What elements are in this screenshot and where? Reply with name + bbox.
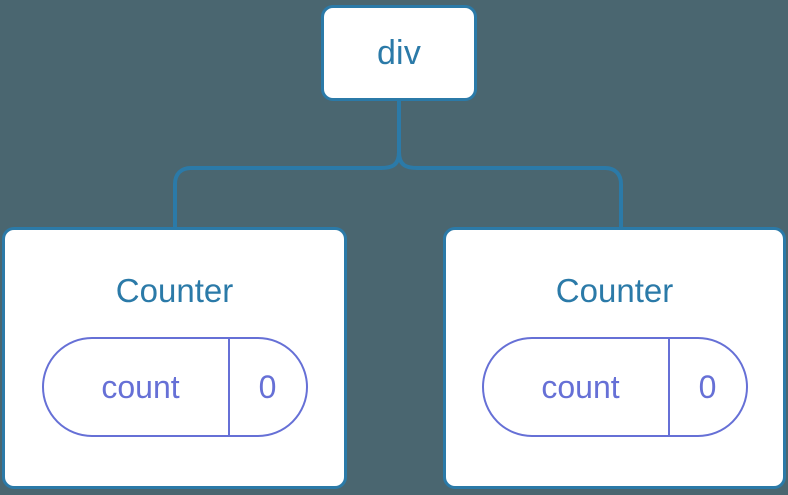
state-pill-counter-2[interactable]: count 0 xyxy=(481,337,748,437)
node-counter-2-label: Counter xyxy=(555,272,674,309)
state-value-counter-2: 0 xyxy=(667,339,746,435)
node-div[interactable]: div xyxy=(321,5,477,101)
state-key-counter-1: count xyxy=(101,369,180,405)
node-counter-1[interactable]: Counter count 0 xyxy=(2,227,347,489)
state-pill-counter-1[interactable]: count 0 xyxy=(41,337,308,437)
connector-elbow-right xyxy=(604,166,623,228)
node-div-label: div xyxy=(376,34,422,72)
state-value-counter-1: 0 xyxy=(227,339,306,435)
node-counter-1-label: Counter xyxy=(115,272,234,309)
connector-elbow-left xyxy=(173,166,192,228)
node-counter-2[interactable]: Counter count 0 xyxy=(443,227,786,489)
connector-split-left xyxy=(191,151,401,170)
connector-split-right xyxy=(397,151,605,170)
state-key-counter-2: count xyxy=(541,369,620,405)
